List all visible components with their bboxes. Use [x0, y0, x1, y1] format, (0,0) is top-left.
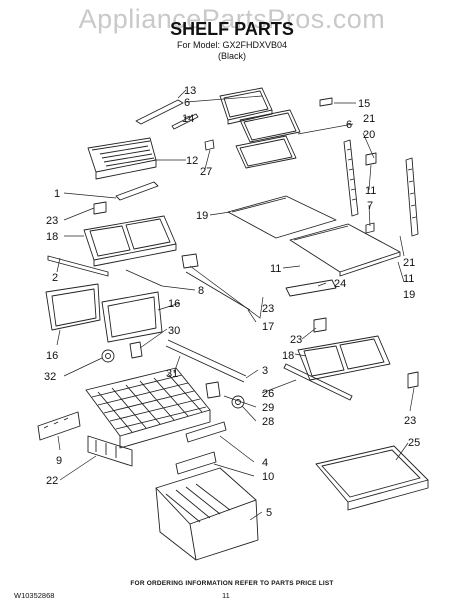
callout-label: 5 — [266, 507, 272, 519]
callout-label: 23 — [290, 334, 302, 346]
callout-label: 19 — [403, 289, 415, 301]
page-title: SHELF PARTS — [170, 19, 294, 39]
page-number: 11 — [222, 591, 230, 600]
callout-label: 19 — [196, 210, 208, 222]
part-ladder-rail-right — [405, 157, 419, 237]
callout-label: 11 — [403, 273, 414, 285]
part-1-rail — [115, 181, 159, 201]
callout-label: 16 — [46, 350, 58, 362]
part-cantilever-shelves-pair — [235, 109, 301, 169]
callout-label: 8 — [198, 285, 204, 297]
callout-label: 18 — [282, 350, 294, 362]
callout-label: 23 — [404, 415, 416, 427]
watermark: AppliancePartsPros.com — [78, 4, 386, 34]
part-26-trim — [283, 363, 353, 401]
callout-label: 26 — [262, 388, 274, 400]
part-ladder-rail-left — [343, 139, 359, 217]
part-deli-drawer — [87, 137, 157, 180]
callout-label: 1 — [54, 188, 60, 200]
callout-label: 6 — [346, 119, 352, 131]
callout-label: 10 — [262, 471, 274, 483]
model-info: For Model: GX2FHDXVB04 (Black) — [0, 40, 464, 62]
part-17-rod — [185, 271, 251, 311]
callout-label: 22 — [46, 475, 58, 487]
part-23-clip-right — [313, 317, 327, 333]
callout-label: 6 — [184, 97, 190, 109]
ordering-note: FOR ORDERING INFORMATION REFER TO PARTS … — [130, 580, 334, 587]
callout-label: 9 — [56, 455, 62, 467]
callout-label: 21 — [363, 113, 375, 125]
callout-label: 21 — [403, 257, 415, 269]
callout-label: 18 — [46, 231, 58, 243]
part-24-shelf-bracket — [285, 279, 337, 297]
callout-label: 3 — [262, 365, 268, 377]
doc-number: W10352868 — [14, 591, 55, 600]
part-25-crisper-pan — [315, 445, 429, 511]
callout-label: 7 — [367, 200, 373, 212]
part-30-bracket — [129, 341, 143, 359]
part-20-bracket — [365, 152, 377, 166]
callout-label: 16 — [168, 298, 180, 310]
callout-labels: 13 6 14 12 27 15 6 21 20 11 7 1 23 18 19… — [44, 85, 420, 519]
callout-label: 12 — [186, 155, 198, 167]
part-16-bin-left — [45, 283, 101, 331]
part-15-pin — [319, 97, 333, 107]
callout-label: 23 — [262, 303, 274, 315]
callout-label: 20 — [363, 129, 375, 141]
part-32-roller — [101, 349, 115, 363]
callout-label: 27 — [200, 166, 212, 178]
part-cantilever-shelf-upper — [219, 87, 273, 125]
callout-label: 32 — [44, 371, 56, 383]
callout-label: 13 — [184, 85, 196, 97]
color-line: (Black) — [217, 51, 246, 61]
callout-label: 30 — [168, 325, 180, 337]
part-18-shelf-right — [297, 335, 391, 381]
part-glass-shelf-lower — [289, 223, 401, 277]
part-23-clip-mid — [181, 253, 199, 269]
callout-label: 4 — [262, 457, 268, 469]
part-27-clip — [204, 139, 215, 151]
callout-label: 24 — [334, 278, 346, 290]
callout-label: 31 — [166, 368, 178, 380]
callout-label: 29 — [262, 402, 274, 414]
part-23-clip-far-right — [407, 371, 419, 389]
part-18-shelf-left — [83, 215, 177, 267]
callout-label: 15 — [358, 98, 370, 110]
part-22-handle — [87, 435, 133, 467]
callout-label: 25 — [408, 437, 420, 449]
part-7-screw — [365, 222, 375, 234]
callout-label: 11 — [270, 263, 281, 275]
callout-label: 28 — [262, 416, 274, 428]
callout-label: 11 — [365, 185, 376, 197]
part-10-handle — [175, 451, 217, 475]
callout-label: 23 — [46, 215, 58, 227]
part-4-handle — [185, 421, 227, 443]
model-line: For Model: GX2FHDXVB04 — [176, 40, 288, 50]
part-23-clip-left — [93, 201, 107, 215]
part-29-bracket — [205, 381, 221, 399]
part-glass-shelf-upper — [227, 195, 337, 239]
callout-label: 14 — [182, 113, 194, 125]
part-8-rod — [125, 269, 163, 287]
part-16-bin-right — [101, 291, 163, 343]
part-31-rail — [165, 339, 247, 383]
part-deli-rail — [135, 99, 199, 130]
callout-label: 17 — [262, 321, 274, 333]
part-wire-basket-lower — [155, 467, 259, 561]
part-2-trim — [47, 255, 109, 277]
part-9-handle — [37, 411, 81, 441]
part-wire-basket-upper — [85, 367, 211, 449]
callout-label: 2 — [52, 272, 58, 284]
